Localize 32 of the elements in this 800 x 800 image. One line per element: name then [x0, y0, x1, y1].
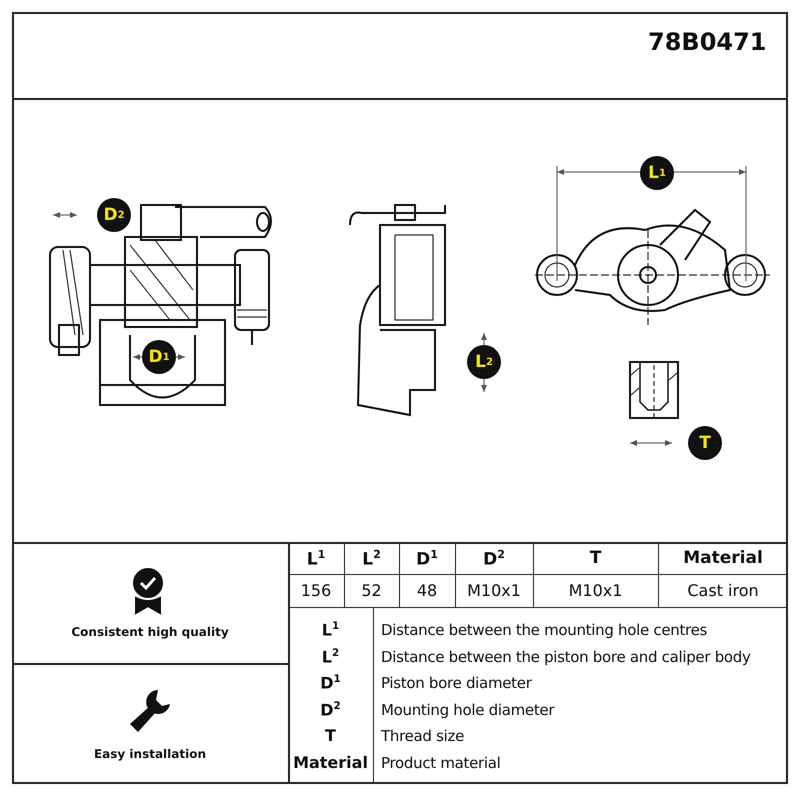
table-cell-text: M10x1 — [466, 581, 522, 600]
key-description: Distance between the mounting hole centres — [381, 621, 708, 639]
dimension-badge: D$^{2}$ — [97, 198, 131, 232]
table-header-cell-text: D$^{1}$ — [415, 548, 439, 570]
key-description: Mounting hole diameter — [381, 700, 554, 718]
key-description: Piston bore diameter — [381, 674, 532, 692]
table-header-cell-text: D$^{2}$ — [482, 548, 506, 570]
key-symbol: Material — [292, 752, 369, 772]
key-symbol: L$^{1}$ — [320, 620, 340, 640]
table-cell-text: M10x1 — [568, 581, 624, 600]
key-symbol: D$^{2}$ — [319, 700, 342, 719]
key-description: Thread size — [381, 727, 464, 745]
feature-text: Easy installation — [92, 747, 208, 761]
dimension-badge: L$^{1}$ — [640, 156, 674, 190]
table-header-cell-text: T — [588, 548, 602, 568]
table-cell-text: 48 — [416, 581, 438, 600]
key-description: Distance between the piston bore and caliper body — [381, 648, 751, 666]
table-cell-text: 156 — [300, 581, 332, 600]
key-symbol: L$^{2}$ — [320, 646, 340, 666]
part-number: 78B0471 — [648, 28, 766, 56]
table-cell-text: Cast iron — [686, 581, 760, 600]
key-symbol: T — [324, 726, 337, 745]
table-header-cell-text: L$^{2}$ — [361, 548, 382, 570]
key-description: Product material — [381, 754, 501, 772]
table-header-cell-text: L$^{1}$ — [306, 548, 326, 570]
dimension-badge: D$^{1}$ — [142, 340, 176, 374]
feature-text: Consistent high quality — [70, 625, 230, 639]
table-cell-text: 52 — [360, 581, 383, 600]
key-symbol: D$^{1}$ — [319, 673, 342, 692]
dimension-badge: L$^{2}$ — [467, 345, 501, 379]
table-header-cell-text: Material — [682, 548, 764, 568]
dimension-badge: T — [688, 426, 722, 460]
